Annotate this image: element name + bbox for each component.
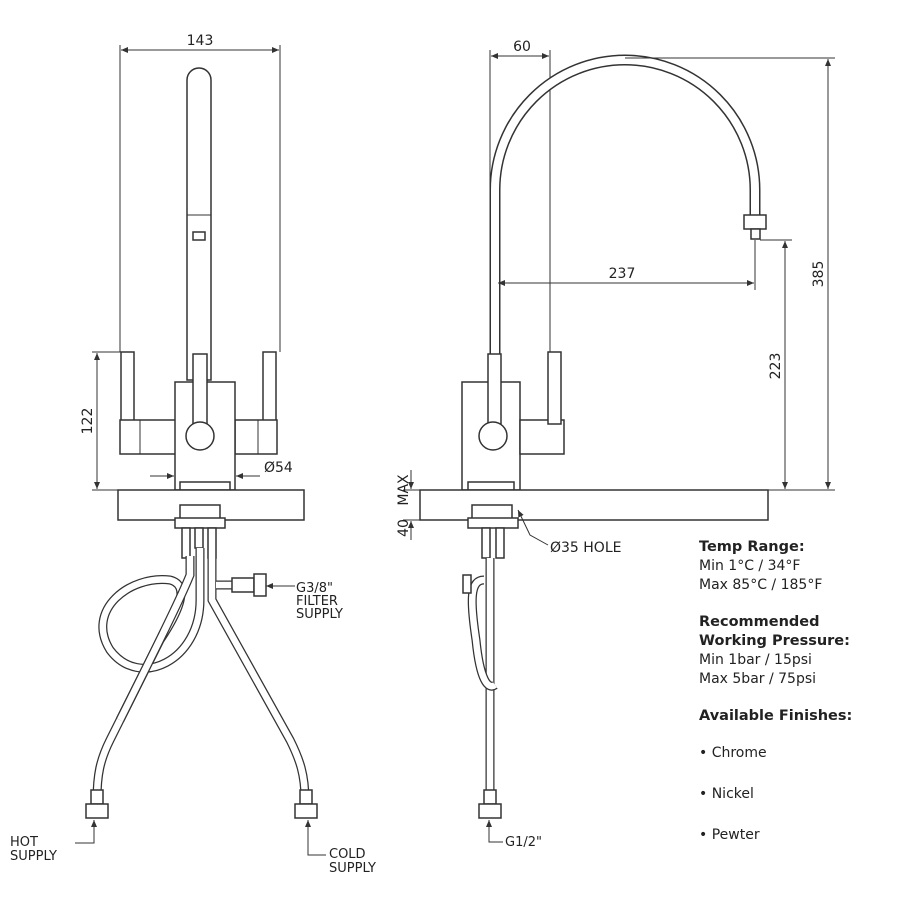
label-hot-supply-2: SUPPLY (10, 849, 57, 864)
cold-lever (262, 351, 277, 425)
cold-handle-block (234, 419, 278, 455)
filter-knob-side (478, 421, 508, 451)
filter-fitting (231, 577, 255, 593)
finishes-heading: Available Finishes: (699, 708, 853, 724)
filter-lever-side (487, 353, 502, 425)
label-filter-supply-2: FILTER (296, 594, 338, 609)
temp-min: Min 1°C / 34°F (699, 558, 801, 574)
finish-item: • Nickel (699, 786, 754, 802)
temp-range-heading: Temp Range: (699, 539, 805, 555)
filter-lever (192, 353, 208, 425)
dim-max-label: MAX (396, 474, 412, 506)
side-view: 60 237 385 223 MAX 40 (396, 39, 835, 850)
specifications-panel: Temp Range: Min 1°C / 34°F Max 85°C / 18… (699, 538, 852, 867)
spout-side (489, 54, 761, 382)
spout-front (186, 67, 212, 381)
dim-spout-clearance: 223 (768, 353, 784, 380)
spout-nozzle (192, 231, 206, 241)
front-view: 143 122 Ø54 (10, 33, 376, 876)
inlet-nut (478, 803, 502, 819)
label-filter-supply-3: SUPPLY (296, 607, 343, 622)
filter-knob (185, 421, 215, 451)
finishes-list: • Chrome • Nickel • Pewter (699, 744, 852, 845)
pressure-heading-1: Recommended (699, 614, 820, 630)
dim-body-diameter: Ø54 (264, 460, 293, 476)
dim-reach: 237 (609, 266, 636, 282)
label-cold-supply-1: COLD (329, 847, 366, 862)
dim-width: 143 (187, 33, 214, 49)
hot-lever (120, 351, 135, 425)
finish-item: • Pewter (699, 827, 760, 843)
temp-max: Max 85°C / 185°F (699, 577, 823, 593)
hot-handle-block (119, 419, 177, 455)
hot-supply-nut (85, 803, 109, 819)
hoses-front (92, 548, 310, 801)
pressure-min: Min 1bar / 15psi (699, 652, 812, 668)
dim-total-height: 385 (811, 261, 827, 288)
spout-outlet (743, 214, 767, 230)
dim-offset: 60 (513, 39, 531, 55)
label-filter-supply-1: G3/8" (296, 581, 333, 596)
pressure-max: Max 5bar / 75psi (699, 671, 817, 687)
dim-max-thickness: 40 (396, 519, 412, 537)
finish-item: • Chrome (699, 745, 767, 761)
dim-lever-height: 122 (80, 408, 96, 435)
pressure-heading-2: Working Pressure: (699, 633, 850, 649)
label-hole: Ø35 HOLE (550, 540, 621, 556)
label-hot-supply-1: HOT (10, 835, 38, 850)
label-cold-supply-2: SUPPLY (329, 861, 376, 876)
handle-block-side (519, 419, 565, 455)
lever-side (547, 351, 562, 425)
label-inlet: G1/2" (505, 835, 542, 850)
cold-supply-nut (294, 803, 318, 819)
